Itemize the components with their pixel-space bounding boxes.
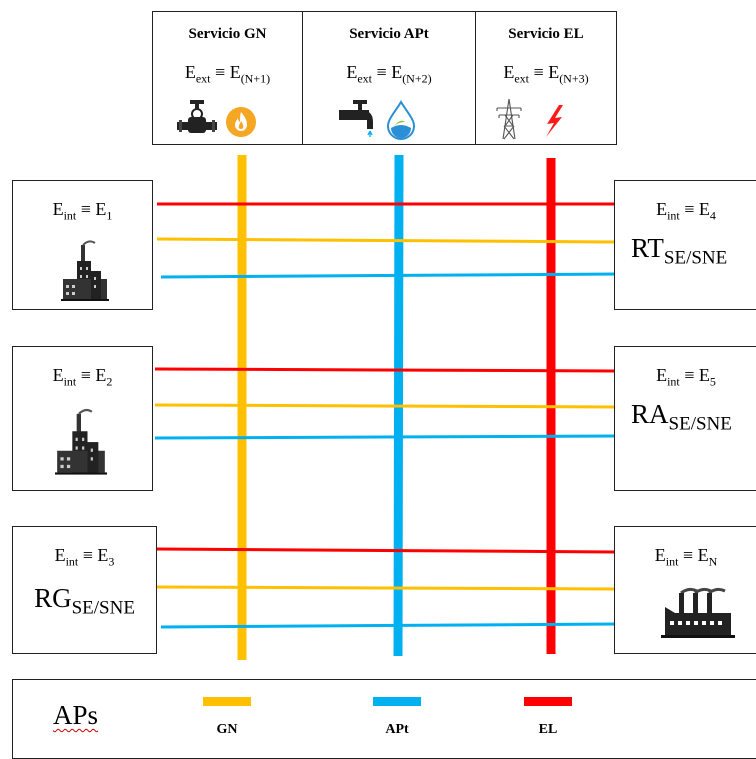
service-title: Servicio APt (349, 26, 429, 42)
legend-title: APs (53, 700, 99, 730)
entity-box-en: Eint ≡ EN (614, 526, 756, 654)
entity-equation: Eint ≡ EN (654, 545, 718, 569)
row3-el-line (156, 547, 615, 554)
service-title: Servicio EL (508, 26, 584, 42)
row3-gn-line (156, 585, 615, 591)
row2-apt-line (154, 434, 617, 440)
entity-box-e2: Eint ≡ E2 (12, 346, 153, 491)
power-tower-icon (496, 98, 522, 140)
factory-icon (61, 240, 109, 301)
row3-apt-line (160, 622, 617, 629)
legend-label-gn: GN (216, 722, 238, 737)
row1-gn-line (156, 237, 615, 244)
lightning-icon (546, 105, 563, 137)
factory-icon (55, 408, 107, 475)
service-box-gn: Servicio GN Eext ≡ E(N+1) (152, 11, 303, 145)
legend-swatch-gn (203, 697, 251, 706)
legend-swatch-el (524, 697, 572, 706)
network-lines (154, 154, 621, 660)
entity-box-e5: Eint ≡ E5 RASE/SNE (614, 346, 756, 491)
entity-equation: Eint ≡ E1 (52, 199, 113, 223)
row1-apt-line (160, 272, 621, 279)
entity-role-label: RASE/SNE (631, 399, 732, 435)
entity-equation: Eint ≡ E4 (656, 199, 716, 223)
service-equation: Eext ≡ E(N+1) (184, 62, 271, 86)
faucet-icon (339, 100, 373, 137)
service-box-el: Servicio EL Eext ≡ E(N+3) (475, 11, 617, 145)
factory-icon (661, 587, 735, 638)
entity-box-e4: Eint ≡ E4 RTSE/SNE (614, 180, 756, 310)
service-box-apt: Servicio APt Eext ≡ E(N+2) (302, 11, 476, 145)
service-equation: Eext ≡ E(N+2) (346, 62, 432, 86)
entity-equation: Eint ≡ E3 (54, 545, 115, 569)
legend-label-apt: APt (385, 722, 409, 737)
entity-box-e3: Eint ≡ E3 RGSE/SNE (12, 526, 157, 654)
entity-role-label: RTSE/SNE (631, 233, 728, 269)
flame-icon (226, 107, 256, 137)
legend-box: APs GN APt EL (12, 679, 756, 759)
water-drop-icon (386, 100, 416, 140)
entity-role-label: RGSE/SNE (34, 583, 135, 619)
service-title: Servicio GN (188, 26, 267, 42)
row2-gn-line (154, 403, 615, 409)
legend-label-el: EL (538, 722, 558, 737)
entity-box-e1: Eint ≡ E1 (12, 180, 153, 310)
valve-icon (177, 100, 217, 133)
service-equation: Eext ≡ E(N+3) (503, 62, 589, 86)
entity-equation: Eint ≡ E5 (656, 365, 716, 389)
legend-swatch-apt (373, 697, 421, 706)
row2-el-line (154, 367, 615, 373)
entity-equation: Eint ≡ E2 (52, 365, 113, 389)
